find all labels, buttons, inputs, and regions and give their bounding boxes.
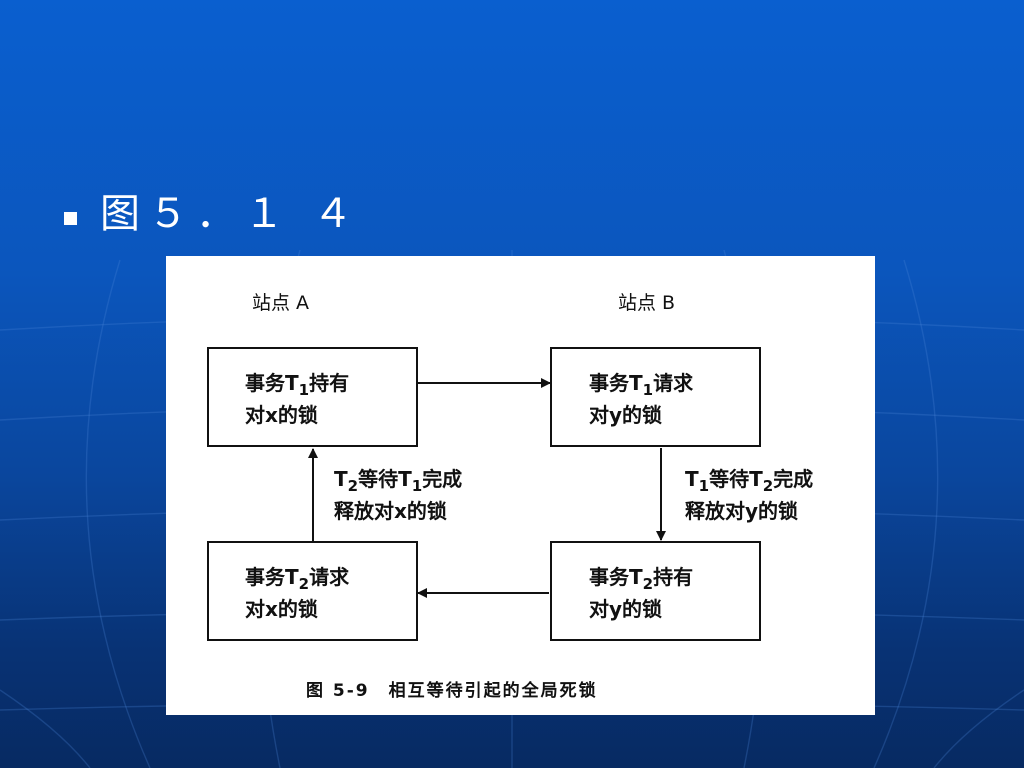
edge-t2-prefix: T [334,467,348,491]
box-t2-hold-y-line2: 对y的锁 [589,597,663,621]
edge-t1-suffix: 完成 [773,467,814,491]
box-t2-hold-y-suffix: 持有 [653,565,694,589]
site-a-label: 站点 A [252,292,310,314]
bullet-marker [64,212,77,225]
box-t2-hold-y-text: 事务T2持有 对y的锁 [589,562,693,624]
deadlock-figure: 站点 A 站点 B 事务T1持有 对x的锁 事务T1请求 对y的锁 事务T2请求… [166,256,875,715]
edge-label-t1-waits-t2-line2: 释放对y的锁 [685,499,799,523]
box-t2-hold-y-line1: 事务T2持有 [589,562,693,594]
box-t1-hold-x-line2: 对x的锁 [245,403,318,427]
box-t1-hold-x-subscript: 1 [298,381,310,399]
site-b-label: 站点 B [618,292,676,314]
box-t2-hold-y-prefix: 事务T [589,565,643,589]
box-t1-hold-x-text: 事务T1持有 对x的锁 [245,368,349,430]
box-t2-hold-y [550,541,761,641]
box-t1-request-y-prefix: 事务T [589,371,643,395]
box-t2-request-x-text: 事务T2请求 对x的锁 [245,562,349,624]
box-t2-request-x-line2: 对x的锁 [245,597,318,621]
edge-label-t1-waits-t2: T1等待T2完成 释放对y的锁 [685,464,813,526]
box-t1-hold-x-suffix: 持有 [309,371,350,395]
edge-t2-subscript-b: 1 [411,477,423,495]
edge-t2-middle: 等待T [358,467,412,491]
box-t1-hold-x-prefix: 事务T [245,371,299,395]
box-t1-hold-x-line1: 事务T1持有 [245,368,349,400]
box-t2-request-x [207,541,418,641]
figure-caption: 图 5-9 相互等待引起的全局死锁 [306,681,598,701]
box-t1-hold-x [207,347,418,447]
edge-label-t1-waits-t2-line1: T1等待T2完成 [685,464,813,496]
box-t1-request-y-line2: 对y的锁 [589,403,663,427]
edge-t2-suffix: 完成 [422,467,463,491]
box-t2-request-x-subscript: 2 [298,575,310,593]
box-t2-request-x-prefix: 事务T [245,565,299,589]
figure-arrows [308,378,666,598]
edge-t2-subscript-a: 2 [347,477,359,495]
box-t2-request-x-suffix: 请求 [309,565,350,589]
edge-t1-middle: 等待T [709,467,763,491]
edge-t1-prefix: T [685,467,699,491]
box-t1-request-y-subscript: 1 [642,381,654,399]
edge-t1-subscript-b: 2 [762,477,774,495]
slide-title: 图５．１ ４ [100,191,361,237]
box-t1-request-y-line1: 事务T1请求 [589,368,693,400]
box-t2-request-x-line1: 事务T2请求 [245,562,349,594]
edge-t1-subscript-a: 1 [698,477,710,495]
box-t2-hold-y-subscript: 2 [642,575,654,593]
edge-label-t2-waits-t1: T2等待T1完成 释放对x的锁 [334,464,462,526]
box-t1-request-y-text: 事务T1请求 对y的锁 [589,368,693,430]
box-t1-request-y [550,347,761,447]
box-t1-request-y-suffix: 请求 [653,371,694,395]
edge-label-t2-waits-t1-line2: 释放对x的锁 [334,499,447,523]
edge-label-t2-waits-t1-line1: T2等待T1完成 [334,464,462,496]
